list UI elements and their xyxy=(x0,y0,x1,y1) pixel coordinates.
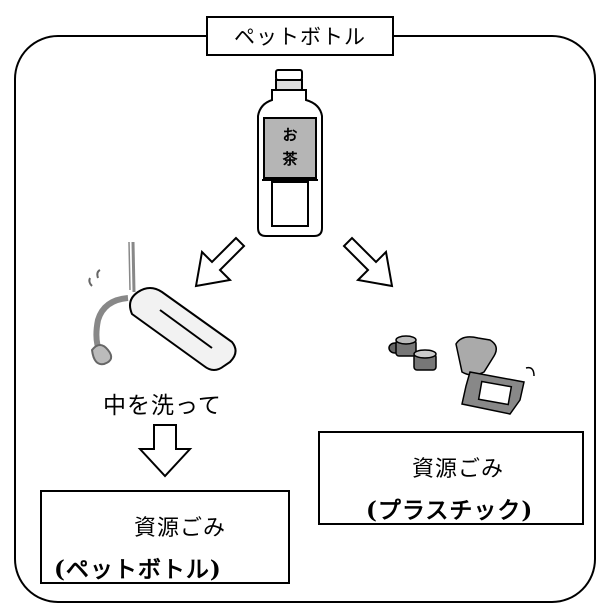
plastic-box-line2: (プラスチック) xyxy=(366,497,534,524)
washing-bottle-icon xyxy=(88,241,237,371)
bottle-label-1: お xyxy=(282,126,297,144)
wash-label: 中を洗って xyxy=(103,393,222,419)
pet-bottle-icon xyxy=(257,69,323,237)
title-box: ペットボトル xyxy=(206,16,394,56)
plastic-resource-box: 資源ごみ (プラスチック) xyxy=(318,431,584,525)
pet-box-line1: 資源ごみ xyxy=(134,516,227,541)
bottle-label-2: 茶 xyxy=(282,150,298,168)
arrow-down-icon xyxy=(137,424,193,478)
caps-and-label-icon xyxy=(388,335,535,415)
title-text: ペットボトル xyxy=(234,25,366,49)
arrow-down-right-icon xyxy=(342,236,394,288)
pet-box-line2: (ペットボトル) xyxy=(54,556,222,583)
plastic-box-line1: 資源ごみ xyxy=(412,457,505,482)
arrow-down-left-icon xyxy=(194,236,246,288)
pet-resource-box: 資源ごみ (ペットボトル) xyxy=(40,490,290,584)
